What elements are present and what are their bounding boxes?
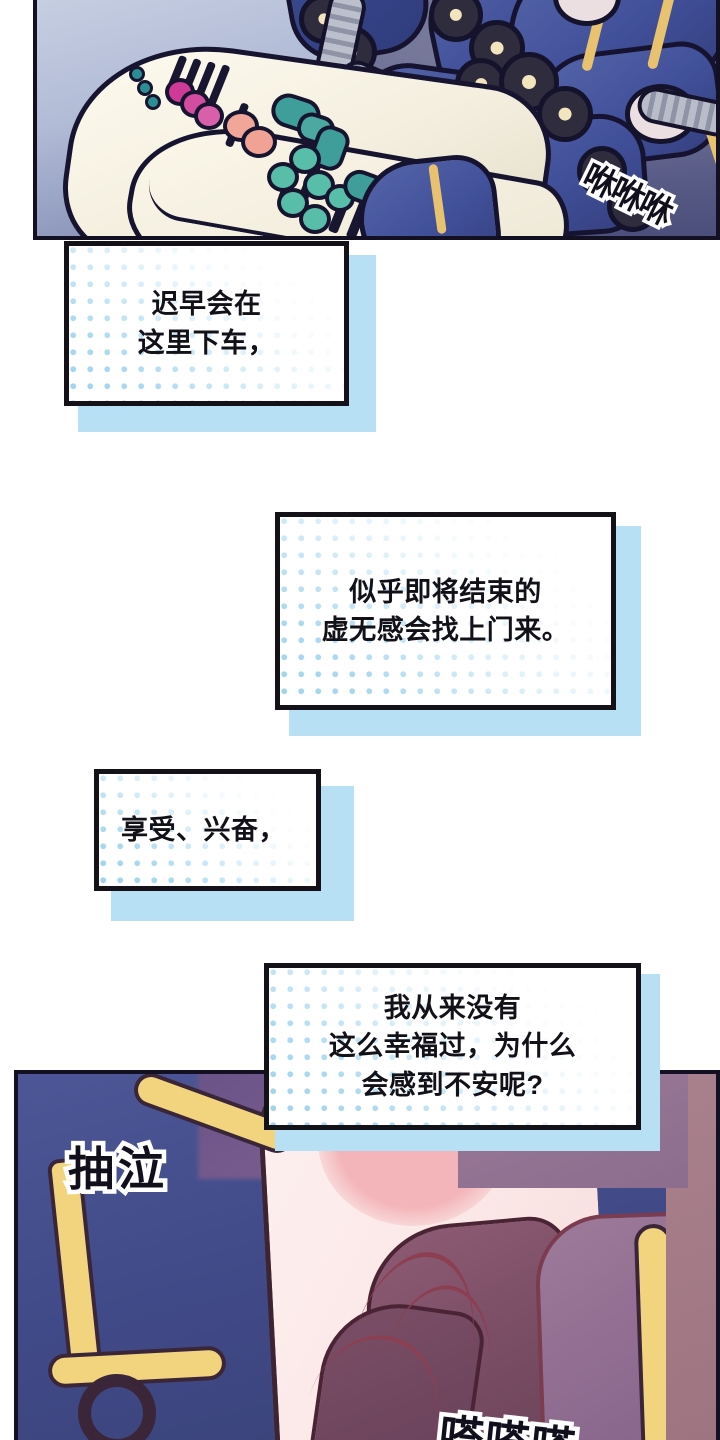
narration-box-2: 似乎即将结束的 虚无感会找上门来。 xyxy=(275,512,641,736)
narration-box-4: 我从来没有 这么幸福过，为什么 会感到不安呢? xyxy=(264,963,660,1151)
sfx-sob-text: 抽泣 xyxy=(64,1139,169,1200)
narration-box-1-frame: 迟早会在 这里下车， xyxy=(64,241,349,406)
narration-box-2-text: 似乎即将结束的 虚无感会找上门来。 xyxy=(321,576,570,645)
narration-box-4-frame: 我从来没有 这么幸福过，为什么 会感到不安呢? xyxy=(264,963,641,1130)
narration-box-4-text: 我从来没有 这么幸福过，为什么 会感到不安呢? xyxy=(328,993,577,1100)
ride-button-teal-3 xyxy=(145,94,161,110)
ride-button-teal-2 xyxy=(137,80,153,96)
narration-box-2-frame: 似乎即将结束的 虚无感会找上门来。 xyxy=(275,512,616,710)
narration-box-3: 享受、兴奋， xyxy=(94,769,354,921)
panel-top: 咻咻咻 xyxy=(33,0,720,240)
narration-box-1: 迟早会在 这里下车， xyxy=(64,241,376,432)
ride-button-green-2 xyxy=(289,144,321,174)
ride-button-salmon-2 xyxy=(241,126,277,158)
ride-button-green-3 xyxy=(277,188,309,218)
ride-wheel-5 xyxy=(537,86,593,142)
narration-box-3-text: 享受、兴奋， xyxy=(121,814,286,845)
narration-box-3-frame: 享受、兴奋， xyxy=(94,769,321,891)
ride-wheel-10 xyxy=(607,180,659,232)
narration-box-1-text: 迟早会在 这里下车， xyxy=(137,289,276,358)
ride-wheel-9 xyxy=(577,146,627,196)
ride-button-teal-1 xyxy=(129,66,145,82)
ride-button-magenta-3 xyxy=(194,102,224,130)
ride-button-green-5 xyxy=(299,204,331,234)
